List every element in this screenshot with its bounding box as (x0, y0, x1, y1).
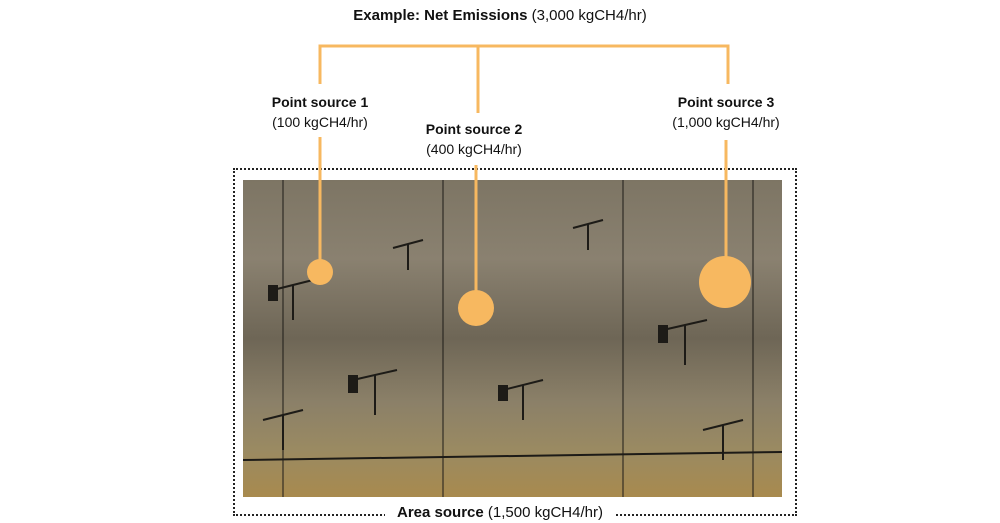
point-source-3-label: Point source 3 (1,000 kgCH4/hr) (646, 92, 806, 132)
pumpjack-icon (348, 369, 398, 415)
point-source-value: (100 kgCH4/hr) (272, 114, 368, 130)
point-source-value: (400 kgCH4/hr) (426, 141, 522, 157)
point-source-2-label: Point source 2 (400 kgCH4/hr) (394, 119, 554, 159)
point-source-value: (1,000 kgCH4/hr) (672, 114, 780, 130)
point-source-name: Point source 3 (677, 94, 775, 110)
point-source-name: Point source 1 (271, 94, 369, 110)
area-source-name: Area source (397, 504, 484, 521)
bracket-line (318, 44, 730, 84)
title-label: Example: Net Emissions (353, 7, 528, 24)
area-source-label: Area source (1,500 kgCH4/hr) (0, 504, 1000, 521)
point-source-1-label: Point source 1 (100 kgCH4/hr) (240, 92, 400, 132)
pumpjack-icon (498, 379, 544, 420)
point-source-1-marker (307, 259, 333, 285)
pumpjack-icon (268, 279, 314, 320)
point-source-2-marker (458, 290, 494, 326)
pumpjack-icon (392, 239, 424, 270)
point-source-3-marker (699, 256, 751, 308)
title-value: (3,000 kgCH4/hr) (531, 7, 647, 24)
oil-field-photo (243, 180, 782, 497)
point-source-name: Point source 2 (425, 121, 523, 137)
pumpjack-icon (572, 219, 604, 250)
pumpjack-icon (658, 319, 708, 365)
pumpjack-silhouettes (243, 180, 782, 497)
area-source-value: (1,500 kgCH4/hr) (487, 504, 603, 521)
pumpjack-icon (702, 419, 744, 460)
diagram-title: Example: Net Emissions (3,000 kgCH4/hr) (0, 7, 1000, 24)
